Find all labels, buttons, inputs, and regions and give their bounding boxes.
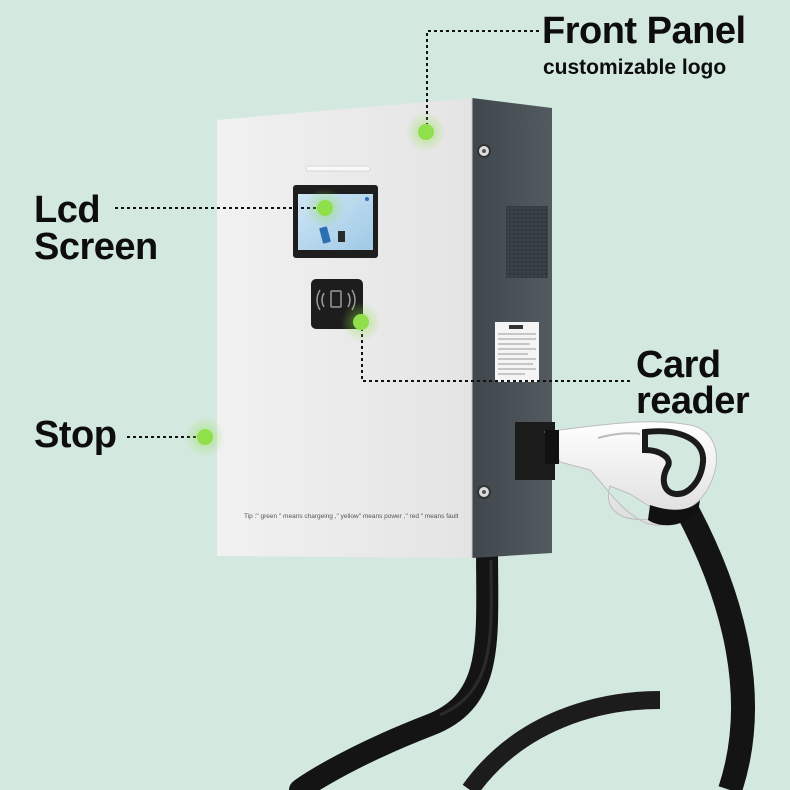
side-panel <box>472 98 555 558</box>
leader-front-panel <box>426 30 540 132</box>
front-panel-title: Front Panel <box>542 10 746 52</box>
hotspot-front-panel <box>406 112 446 152</box>
vent-grille <box>506 206 548 278</box>
side-label-sticker <box>495 322 539 382</box>
charging-cable <box>289 504 755 790</box>
stop-label: Stop <box>34 414 117 456</box>
hotspot-card-reader <box>341 302 381 342</box>
lcd-label-line1: Lcd <box>34 189 101 231</box>
card-reader-label-line2: reader <box>636 380 750 422</box>
card-reader-label-line1: Card <box>636 344 721 386</box>
hotspot-stop <box>185 417 225 457</box>
hotspot-lcd-screen <box>305 188 345 228</box>
front-panel-subtitle: customizable logo <box>543 56 727 79</box>
charging-plug <box>544 421 717 526</box>
lcd-label-line2: Screen <box>34 226 158 268</box>
status-tip-text: Tip :" green " means chargeing ," yellow… <box>244 513 459 520</box>
status-light-bar <box>305 165 371 172</box>
